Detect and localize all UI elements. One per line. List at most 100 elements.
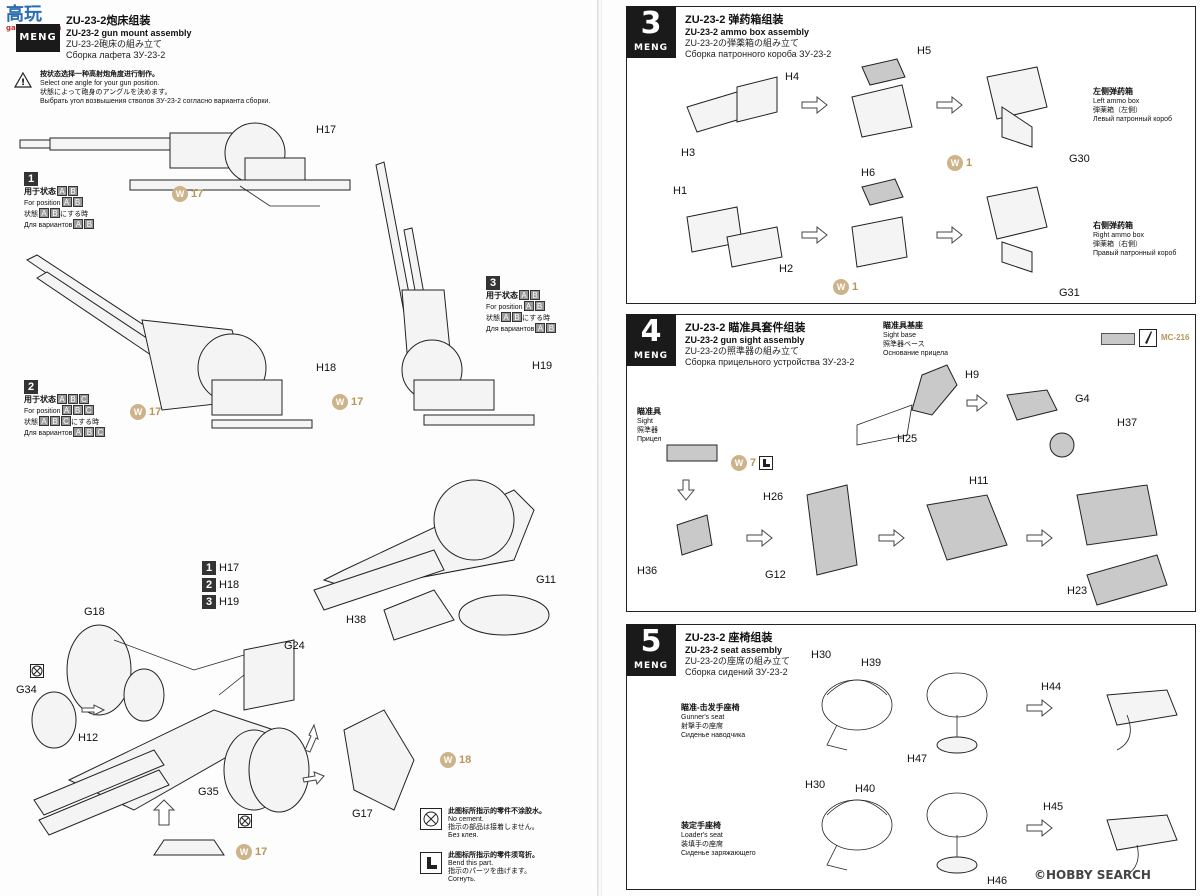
step-3-badge: 3 MENG: [626, 6, 676, 58]
w-circle-icon: W: [731, 455, 747, 471]
svg-text:!: !: [21, 78, 25, 88]
letter-b: B: [546, 323, 557, 333]
sight-base-ja: 照準器ベース: [883, 341, 925, 348]
notice-zh: 按状态选择一种高射炮角度进行制作。: [40, 71, 159, 78]
h45-label: H45: [1043, 801, 1064, 813]
left-box-ja: 弾薬箱（左側）: [1093, 107, 1142, 114]
h26-label: H26: [763, 491, 784, 503]
step-5-badge: 5 MENG: [626, 624, 676, 676]
g4-label: G4: [1075, 393, 1090, 405]
step-4-panel: 4 MENG ZU-23-2 瞄准具套件组装 ZU-23-2 gun sight…: [626, 314, 1196, 612]
letter-a: A: [39, 208, 49, 218]
no-cement-marker-1: [30, 664, 44, 678]
choice-2-number: 2: [202, 578, 216, 592]
notice-ru: Выбрать угол возвышения стволов ЗУ-23-2 …: [40, 98, 271, 105]
step-5-number: 5: [640, 624, 662, 659]
g18-label: G18: [84, 606, 105, 618]
title-ja: ZU-23-2の座席の組み立て: [685, 656, 791, 666]
letter-b: B: [72, 197, 83, 207]
title-ru: Сборка патронного короба ЗУ-23-2: [685, 49, 832, 59]
loader-en: Loader's seat: [681, 832, 723, 839]
bend-icon-shape: [763, 459, 771, 467]
pos1-ja-pre: 状態: [24, 211, 38, 218]
w7-badge: W 7: [731, 455, 774, 471]
step-5-title: ZU-23-2 座椅组装 ZU-23-2 seat assembly ZU-23…: [685, 631, 790, 678]
pos1-ja-post: にする時: [60, 211, 89, 218]
loader-ja: 装填手の座席: [681, 841, 723, 848]
gun-sight-drawing: [666, 364, 1168, 606]
h23-label: H23: [1067, 585, 1088, 597]
right-ammo-box-caption: 右侧弹药箱 Right ammo box 弾薬箱（右側） Правый патр…: [1093, 221, 1176, 258]
exploded-gun-assembly-drawing: [31, 479, 550, 856]
letter-b: B: [50, 208, 60, 218]
w1-badge-a: W 1: [947, 155, 972, 171]
w17-text: 17: [255, 846, 268, 858]
ammo-box-drawing: [686, 58, 1048, 273]
letter-a: A: [519, 290, 529, 300]
letter-b: B: [534, 301, 545, 311]
letter-a: A: [57, 394, 67, 404]
left-ammo-box-caption: 左侧弹药箱 Left ammo box 弾薬箱（左側） Левый патрон…: [1093, 87, 1172, 124]
bend-icon: [759, 456, 774, 470]
letter-b: B: [72, 405, 83, 415]
no-cement-icon: [423, 811, 439, 827]
letter-b: B: [84, 219, 95, 229]
brush-icon: [1145, 331, 1152, 344]
left-page: 高玩 gao-shou.com MENG ZU-23-2炮床组装 ZU-23-2…: [0, 0, 598, 896]
w17-badge-4: W 17: [236, 844, 267, 860]
letter-a: A: [523, 301, 534, 311]
letter-b: B: [512, 312, 522, 322]
right-box-zh: 右侧弹药箱: [1093, 221, 1133, 230]
no-cement-en: No cement.: [448, 816, 484, 823]
position-1-number: 1: [24, 172, 38, 186]
notice-ja: 状態によって砲身のアングルを決めます。: [40, 89, 172, 96]
w17-text: 17: [149, 406, 162, 418]
h30-label-b: H30: [805, 779, 826, 791]
step-5-panel: 5 MENG ZU-23-2 座椅组装 ZU-23-2 seat assembl…: [626, 624, 1196, 890]
right-box-ja: 弾薬箱（右側）: [1093, 241, 1142, 248]
w17-badge-2: W 17: [130, 404, 161, 420]
title-en: ZU-23-2 gun mount assembly: [66, 28, 192, 38]
w-circle-icon: W: [332, 394, 348, 410]
w-circle-icon: W: [130, 404, 146, 420]
brand-text: MENG: [19, 32, 57, 43]
notice-en: Select one angle for your gun position.: [40, 80, 160, 87]
bend-ru: Согнуть.: [448, 876, 476, 883]
letter-b: B: [68, 186, 78, 196]
letter-a: A: [61, 197, 72, 207]
w-circle-icon: W: [947, 155, 963, 171]
hobby-search-credit: ©HOBBY SEARCH: [1034, 868, 1151, 882]
loader-ru: Сиденье заряжающего: [681, 850, 756, 857]
g17-label: G17: [352, 808, 373, 820]
w17-text: 17: [191, 188, 204, 200]
no-cement-icon: [239, 815, 251, 827]
pos3-ja-pre: 状態: [486, 315, 500, 322]
g12-label: G12: [765, 569, 786, 581]
title-zh: ZU-23-2 座椅组装: [685, 632, 773, 644]
paint-brush-icon: [1139, 329, 1157, 347]
letter-a: A: [501, 312, 511, 322]
g24-label: G24: [284, 640, 305, 652]
bend-legend-icon: [420, 852, 442, 874]
w-circle-icon: W: [440, 752, 456, 768]
step-4-title: ZU-23-2 瞄准具套件组装 ZU-23-2 gun sight assemb…: [685, 321, 854, 368]
g34-label: G34: [16, 684, 37, 696]
title-ru: Сборка прицельного устройства ЗУ-23-2: [685, 357, 855, 367]
brand-text: MENG: [633, 351, 669, 361]
h46-label: H46: [987, 875, 1008, 887]
h19-label-1: H19: [532, 360, 553, 372]
h38-label: H38: [346, 614, 367, 626]
h5-label: H5: [917, 45, 932, 57]
h6-label: H6: [861, 167, 876, 179]
pos2-ru: Для вариантов: [24, 430, 73, 437]
gunner-zh: 瞄准-击发手座椅: [681, 703, 740, 712]
gunner-ru: Сиденье наводчика: [681, 732, 746, 739]
no-cement-ja: 指示の部品は接着しません。: [448, 824, 539, 831]
step-4-number: 4: [640, 314, 662, 349]
letter-c: C: [83, 405, 94, 415]
title-en: ZU-23-2 ammo box assembly: [685, 27, 810, 37]
